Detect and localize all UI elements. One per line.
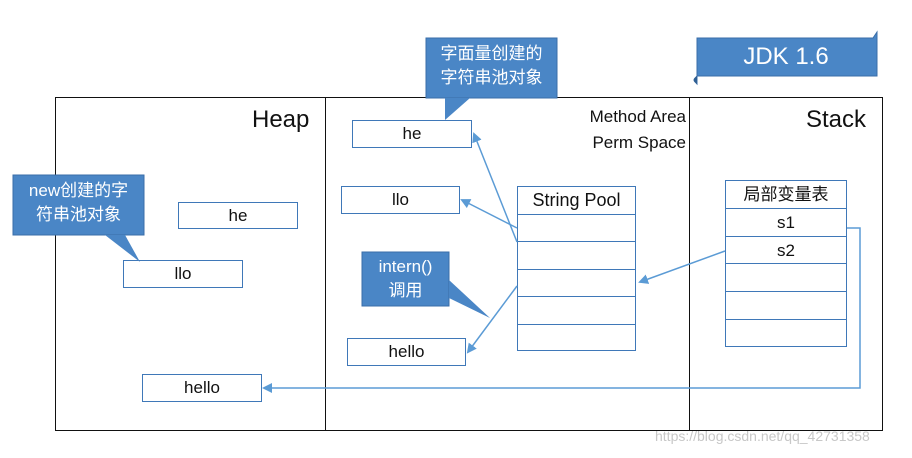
heap-method-divider [325,97,326,431]
arrow-pool-to-llo [460,199,518,229]
intern-callout-text: intern() 调用 [362,255,449,303]
new-callout-line2: 符串池对象 [36,205,121,224]
local-variable-s1: s1 [726,209,846,237]
perm-space-label: Perm Space [592,133,686,152]
new-callout-text: new创建的字 符串池对象 [13,179,144,227]
method-llo-box: llo [341,186,460,214]
local-variable-cell [726,292,846,320]
local-variable-title: 局部变量表 [726,181,846,209]
intern-callout-line2: 调用 [388,281,423,300]
literal-callout-line1: 字面量创建的 [440,44,543,63]
method-he-box: he [352,120,472,148]
jdk-banner [693,30,878,86]
string-pool-table: String Pool [517,186,636,351]
heap-he-box: he [178,202,298,229]
method-area-title: Method Area Perm Space [560,104,686,156]
new-callout-line1: new创建的字 [28,181,129,200]
heap-hello-box: hello [142,374,262,402]
method-area-label: Method Area [589,107,686,126]
method-hello-box: hello [347,338,466,366]
arrow-pool-to-he [472,132,518,243]
arrow-pool-to-hello [466,285,518,354]
local-variable-table: 局部变量表 s1 s2 [725,180,847,347]
arrow-s1-to-heap-hello [262,227,861,393]
literal-callout-text: 字面量创建的 字符串池对象 [426,42,557,90]
string-pool-cell [518,270,635,297]
stack-title: Stack [806,106,867,133]
string-pool-cell [518,242,635,270]
intern-callout-line1: intern() [378,257,433,276]
watermark: https://blog.csdn.net/qq_42731358 [655,428,870,444]
literal-callout-line2: 字符串池对象 [440,68,543,87]
string-pool-cell [518,297,635,325]
arrow-s2-to-pool [638,250,726,284]
string-pool-title: String Pool [518,187,635,215]
heap-llo-box: llo [123,260,243,288]
intern-callout [361,251,490,318]
string-pool-cell [518,215,635,242]
literal-callout [425,37,558,120]
heap-title: Heap [252,106,310,133]
new-callout [12,174,145,262]
jdk-label: JDK 1.6 [743,43,829,70]
local-variable-cell [726,264,846,293]
local-variable-s2: s2 [726,237,846,265]
